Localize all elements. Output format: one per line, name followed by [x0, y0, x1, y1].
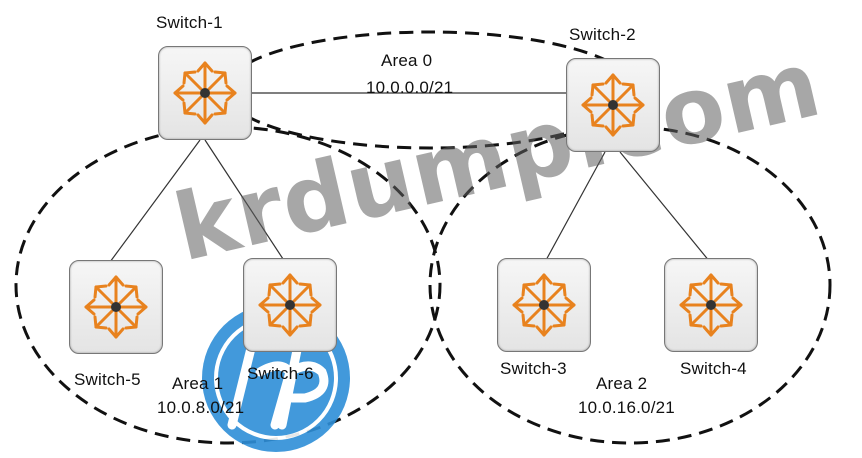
- switch-2-label: Switch-2: [569, 25, 636, 44]
- area0-name: Area 0: [381, 51, 433, 70]
- switch-icon: [581, 73, 645, 137]
- switch-icon: [258, 273, 322, 337]
- area2-subnet: 10.0.16.0/21: [578, 398, 675, 417]
- switch-4-node[interactable]: [664, 258, 758, 352]
- switch-3-label: Switch-3: [500, 359, 567, 378]
- switch-5-node[interactable]: [69, 260, 163, 354]
- area1-name: Area 1: [172, 374, 224, 393]
- area1-boundary: [14, 125, 442, 445]
- switch-6-label: Switch-6: [247, 364, 314, 383]
- link-switch2-switch3: [544, 151, 606, 263]
- switch-6-node[interactable]: [243, 258, 337, 352]
- switch-icon: [512, 273, 576, 337]
- switch-icon: [173, 61, 237, 125]
- area0-subnet: 10.0.0.0/21: [366, 78, 454, 97]
- area1-subnet: 10.0.8.0/21: [157, 398, 245, 417]
- switch-icon: [84, 275, 148, 339]
- area2-name: Area 2: [596, 374, 648, 393]
- switch-2-node[interactable]: [566, 58, 660, 152]
- switch-4-label: Switch-4: [680, 359, 747, 378]
- link-switch2-switch4: [619, 151, 711, 263]
- switch-3-node[interactable]: [497, 258, 591, 352]
- area2-boundary: [428, 125, 832, 445]
- link-switch1-switch6: [204, 139, 286, 263]
- switch-1-node[interactable]: [158, 46, 252, 140]
- link-switch1-switch5: [109, 139, 201, 263]
- switch-icon: [679, 273, 743, 337]
- switch-1-label: Switch-1: [156, 13, 223, 32]
- switch-5-label: Switch-5: [74, 370, 141, 389]
